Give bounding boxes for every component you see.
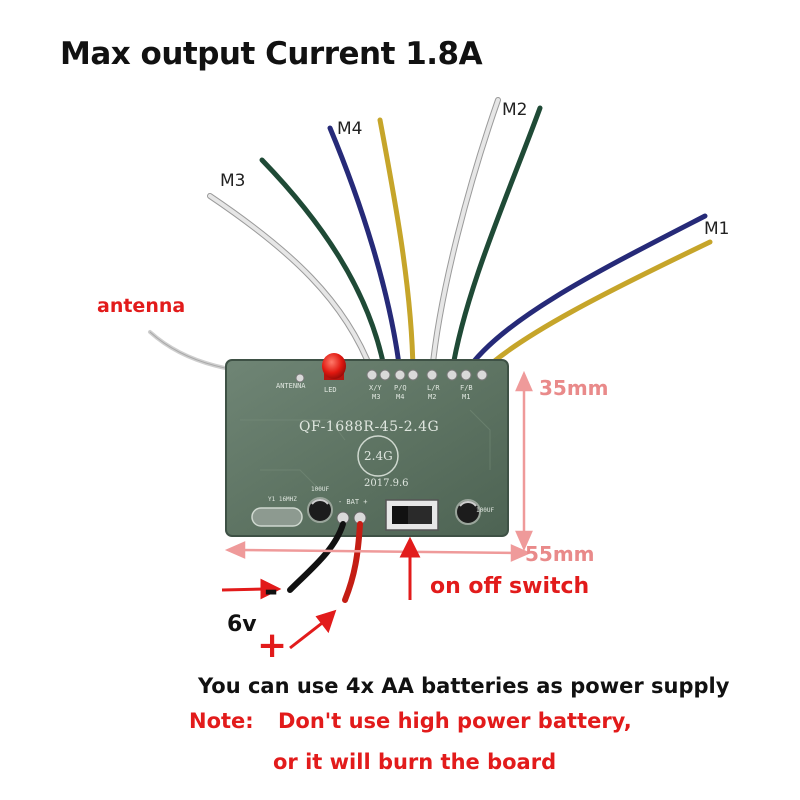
dimension-55mm <box>224 541 532 562</box>
silk-lr: L/R <box>427 384 440 392</box>
silk-m1: M1 <box>462 393 471 401</box>
minus-sign: - <box>264 571 279 611</box>
arrow-plus <box>289 609 337 650</box>
pcb-board <box>225 359 509 537</box>
board-badge: 2.4G <box>364 449 393 463</box>
m1-wire-yellow <box>479 239 713 375</box>
wire-label-m4: M4 <box>337 119 363 139</box>
m4-wire-blue <box>327 125 403 375</box>
silk-bat: - BAT + <box>338 498 368 506</box>
m4-wire-yellow <box>377 117 416 375</box>
capacitor-left <box>307 497 333 523</box>
m3-wire-green <box>259 157 388 375</box>
voltage-label: 6v <box>227 612 257 637</box>
m2-wire-green <box>449 105 543 375</box>
note-line-1: Don't use high power battery, <box>278 709 632 733</box>
capacitor-right <box>455 499 481 525</box>
wire-label-m3: M3 <box>220 171 246 191</box>
on-off-switch <box>385 499 439 531</box>
antenna-label: antenna <box>97 295 186 317</box>
wire-label-m2: M2 <box>502 100 528 120</box>
silk-pq: P/Q <box>394 384 407 392</box>
board-date: 2017.9.6 <box>364 478 409 489</box>
battery-wire-black <box>287 521 346 593</box>
silk-m3: M3 <box>372 393 381 401</box>
note-line-2: or it will burn the board <box>273 750 557 774</box>
led-indicator <box>322 353 346 380</box>
battery-wire-red <box>342 521 363 603</box>
silk-xy: X/Y <box>369 384 382 392</box>
page-title: Max output Current 1.8A <box>60 36 483 72</box>
silk-led: LED <box>324 386 337 394</box>
plus-sign: + <box>257 625 288 666</box>
silk-cap-right: 100UF <box>476 507 495 514</box>
dimension-height-label: 35mm <box>539 376 609 400</box>
wire-pads <box>295 369 488 383</box>
m3-wire-white <box>207 193 375 375</box>
switch-label: on off switch <box>430 574 590 599</box>
badge-ring <box>357 435 399 477</box>
silk-crystal: Y1 16MHZ <box>268 496 297 503</box>
note-label: Note: <box>189 709 254 733</box>
crystal <box>251 507 303 527</box>
m1-wire-blue <box>463 213 708 375</box>
silk-m4: M4 <box>396 393 405 401</box>
silk-fb: F/B <box>460 384 473 392</box>
silk-m2: M2 <box>428 393 437 401</box>
arrow-minus <box>221 578 282 600</box>
silk-antenna: ANTENNA <box>276 382 306 390</box>
m2-wire-white <box>429 97 501 375</box>
dimension-width-label: 55mm <box>525 542 595 566</box>
board-model: QF-1688R-45-2.4G <box>299 419 440 435</box>
silk-cap-left: 100UF <box>311 486 330 493</box>
supply-note: You can use 4x AA batteries as power sup… <box>198 674 730 698</box>
wire-label-m1: M1 <box>704 219 730 239</box>
dimension-35mm <box>515 370 533 552</box>
arrow-switch <box>399 536 421 600</box>
